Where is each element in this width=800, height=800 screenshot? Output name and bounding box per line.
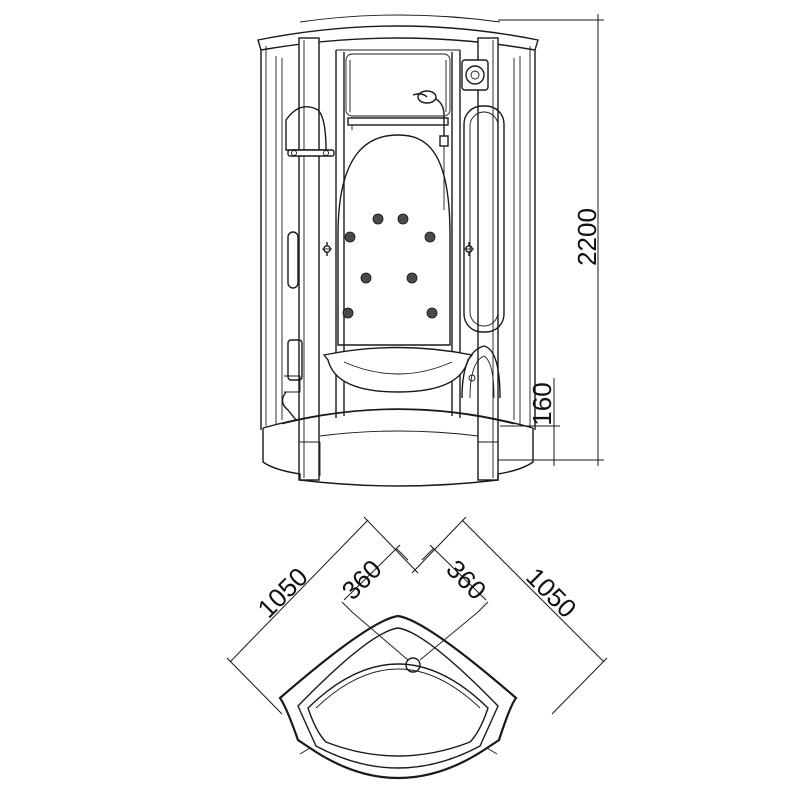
shower-tray [262, 408, 534, 487]
drain-locating-lines [351, 611, 479, 661]
plan-tray-outline [278, 614, 518, 779]
jet-icon [406, 272, 418, 284]
front-pillars [298, 37, 499, 481]
side-left-label: 1050 [252, 562, 314, 624]
drain-icon [405, 657, 421, 673]
jet-icon [397, 213, 409, 225]
plan-view: 1050 1050 360 360 [226, 516, 608, 779]
jet-icon [342, 307, 354, 319]
plan-left-side-dimension: 1050 [226, 516, 419, 715]
left-control-panel [281, 339, 303, 421]
shower-head-icon [412, 90, 449, 210]
door-handle-left-icon [322, 242, 332, 256]
side-right-label: 1050 [520, 562, 582, 624]
jet-icon [372, 213, 384, 225]
hydromassage-jets [342, 213, 438, 319]
side-glass-panels [260, 50, 536, 430]
drain-right-label: 360 [440, 554, 492, 606]
front-elevation-view: 2200 160 [257, 14, 604, 487]
jet-icon [424, 231, 436, 243]
back-panel [345, 53, 451, 117]
right-handrail [463, 105, 505, 333]
corner-seat [322, 346, 474, 393]
height-label: 2200 [572, 208, 602, 266]
plan-right-side-dimension: 1050 [411, 516, 608, 715]
jet-icon [426, 307, 438, 319]
shelf [347, 117, 449, 130]
plan-drain-left-dimension: 360 [336, 544, 409, 613]
jet-icon [360, 272, 372, 284]
left-handrail [287, 231, 299, 289]
door-handle-right-icon [464, 242, 474, 256]
tray-height-dimension: 160 [500, 378, 560, 466]
jet-icon [344, 231, 356, 243]
left-mirror-shelf [285, 106, 335, 157]
speaker-icon [461, 59, 489, 91]
height-dimension: 2200 [498, 14, 604, 466]
massage-backrest [337, 134, 451, 346]
tray-height-label: 160 [527, 382, 557, 425]
foot-massager [461, 345, 501, 399]
plan-drain-right-dimension: 360 [421, 544, 492, 613]
drain-left-label: 360 [336, 554, 388, 606]
